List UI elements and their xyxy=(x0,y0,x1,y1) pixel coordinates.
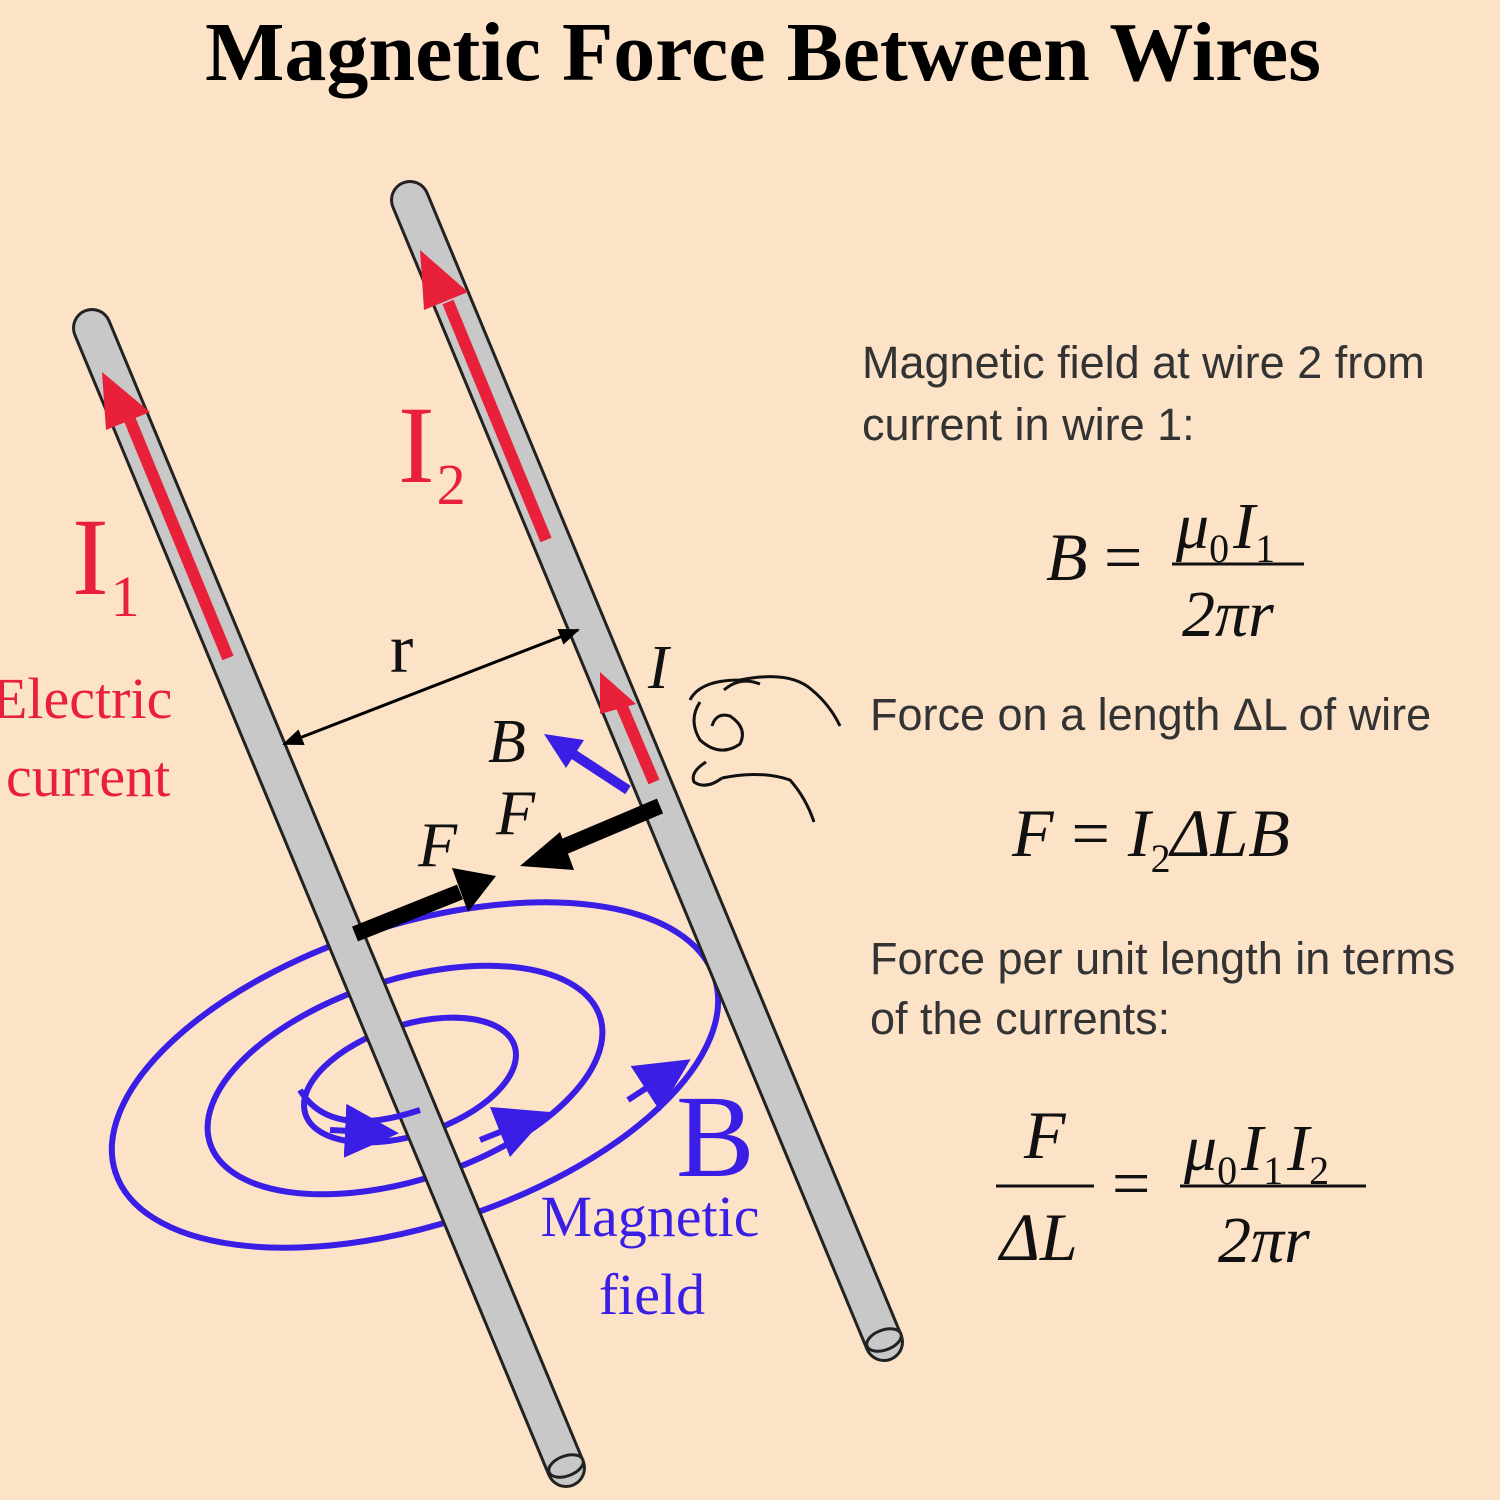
field-arrow-at-wire-2 xyxy=(544,734,631,795)
force-arrow-right xyxy=(520,798,664,870)
right-hand-icon xyxy=(688,675,842,823)
svg-text:2πr: 2πr xyxy=(1182,578,1274,651)
field-label-big: B xyxy=(676,1071,755,1202)
magnetic-field-label-line2: field xyxy=(599,1262,705,1327)
current-arrow-wire-2 xyxy=(420,250,552,543)
field-arrow-middle xyxy=(478,1106,551,1158)
svg-text:F=I2ΔLB: F=I2ΔLB xyxy=(1011,795,1290,881)
svg-text:=: = xyxy=(1112,1145,1150,1221)
force-description: Force on a length ΔL of wire xyxy=(870,689,1431,740)
svg-text:F: F xyxy=(1023,1097,1067,1173)
svg-text:μ0I1I2: μ0I1I2 xyxy=(1183,1112,1329,1193)
electric-current-label-line1: Electric xyxy=(0,666,172,731)
svg-text:2πr: 2πr xyxy=(1218,1204,1310,1277)
field-arrow-inner xyxy=(329,1103,399,1158)
svg-text:ΔL: ΔL xyxy=(997,1199,1078,1275)
field-description-line1: Magnetic field at wire 2 from xyxy=(862,337,1425,388)
electric-current-label-line2: current xyxy=(6,744,170,809)
svg-text:μ0I1: μ0I1 xyxy=(1175,490,1275,571)
current-arrow-wire-1 xyxy=(102,372,234,661)
distance-label: r xyxy=(390,611,413,688)
per-length-description-line1: Force per unit length in terms xyxy=(870,933,1455,984)
field-loop-front xyxy=(297,1088,421,1125)
magnetic-field-label-line1: Magnetic xyxy=(540,1184,759,1249)
force-arrow-left xyxy=(352,868,496,942)
page-title: Magnetic Force Between Wires xyxy=(205,6,1321,99)
svg-text:B: B xyxy=(1046,519,1088,595)
force-label-right: F xyxy=(495,777,536,848)
force-label-left: F xyxy=(417,809,458,880)
field-label-small: B xyxy=(488,708,526,776)
equation-force-per-length: F ΔL = μ0I1I2 2πr xyxy=(996,1097,1366,1277)
current-arrow-small xyxy=(600,672,660,785)
current-2-label: I2 xyxy=(398,384,466,517)
field-arrow-outer xyxy=(626,1059,691,1112)
equation-field: B = μ0I1 2πr xyxy=(1046,490,1304,651)
current-label-i: I xyxy=(647,634,672,702)
per-length-description-line2: of the currents: xyxy=(870,993,1170,1044)
svg-text:=: = xyxy=(1104,519,1142,595)
current-1-label: I1 xyxy=(72,496,140,629)
distance-arrow xyxy=(282,628,580,746)
equation-force: F=I2ΔLB xyxy=(1011,795,1290,881)
field-description-line2: current in wire 1: xyxy=(862,399,1195,450)
